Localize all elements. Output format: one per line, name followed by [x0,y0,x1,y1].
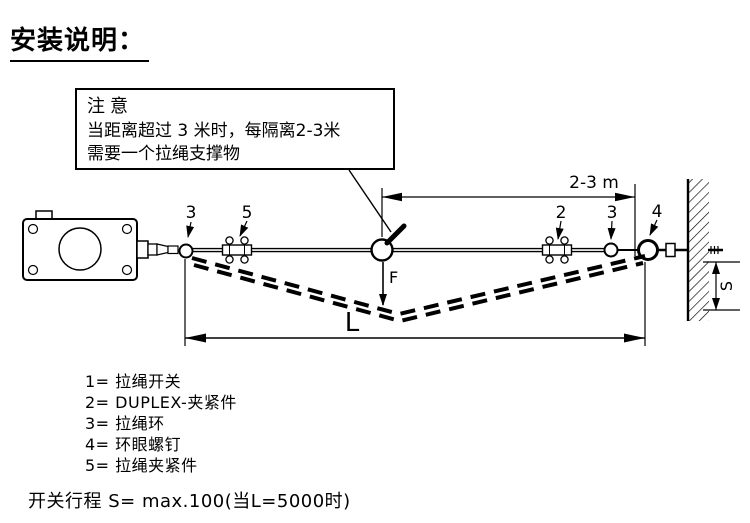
legend-item-1: 1= 拉绳开关 [85,372,182,391]
parts-legend: 1= 拉绳开关 2= DUPLEX-夹紧件 3= 拉绳环 4= 环眼螺钉 5= … [85,371,237,476]
legend-item-2: 2= DUPLEX-夹紧件 [85,393,237,412]
switch-face [58,227,102,271]
note-heading: 注意 [87,96,133,117]
arrow-down-icon [712,298,720,310]
legend-item-3: 3= 拉绳环 [85,414,165,433]
screw-icon [121,264,133,276]
rope-support-ring [370,223,407,262]
note-box: 注意 当距离超过 3 米时，每隔离2-3米 需要一个拉绳支撑物 [75,88,395,170]
dimension-2-3m-label: 2-3 m [569,173,619,193]
screw-icon [27,264,39,276]
force-arrow: F [379,262,398,306]
arrow-left-icon [382,192,402,202]
legend-item-5: 5= 拉绳夹紧件 [85,456,198,475]
rope-clamp-left [221,236,253,264]
arrow-left-icon [185,333,206,343]
callout-ring-left: 3 [186,203,197,223]
force-label: F [389,268,398,287]
switch-travel-note: 开关行程 S= max.100(当L=5000时) [28,491,351,512]
callout-clamp-left: 5 [242,203,253,223]
callout-ring-right: 3 [607,203,618,223]
length-label: L [345,308,360,338]
callout-duplex-clamp: 2 [556,203,567,223]
callout-clamp-left-arrow [239,220,249,237]
part-callouts: 3 5 2 3 4 [186,202,663,240]
arrow-right-icon [624,333,645,343]
callout-ring-left-arrow [186,221,195,238]
eye-bolt-nut [665,242,676,258]
arrow-up-icon [712,262,720,274]
callout-ring-right-arrow [607,220,616,240]
callout-duplex-clamp-arrow [555,220,564,240]
pull-rope-switch [22,210,179,281]
switch-shaft [136,240,149,259]
screw-icon [121,223,133,235]
rope-ring-right [603,242,619,258]
note-line-2: 需要一个拉绳支撑物 [87,144,240,165]
note-line-1: 当距离超过 3 米时，每隔离2-3米 [87,121,341,142]
callout-eye-bolt: 4 [652,202,663,222]
screw-icon [27,223,39,235]
dimension-2-3m: 2-3 m [381,173,636,256]
rope-ring-left [178,243,194,259]
duplex-clamp [541,236,573,264]
page-title: 安装说明： [10,20,150,62]
support-ring-lever [384,223,407,246]
legend-item-4: 4= 环眼螺钉 [85,435,182,454]
sag-label: S [717,281,736,291]
callout-eye-bolt-arrow [649,219,659,236]
wall-hatch [688,179,709,321]
wall [686,179,709,321]
arrow-right-icon [615,192,635,202]
slack-rope-dashed [191,254,646,324]
note-leader-line [348,169,392,233]
eye-bolt [637,239,723,261]
dimension-L: L [184,259,646,346]
eye-bolt-ring [637,239,659,261]
dimension-S: S [703,261,740,311]
